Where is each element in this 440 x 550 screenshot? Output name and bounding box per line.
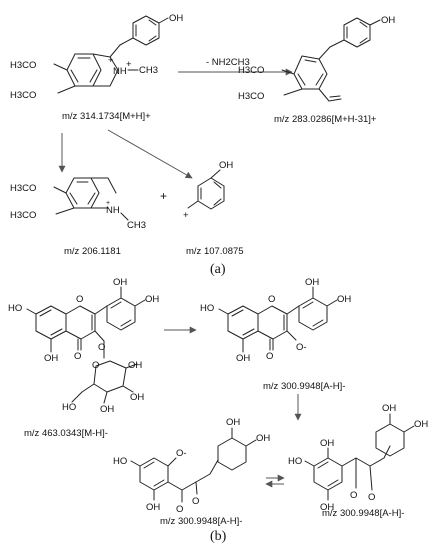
product-mz-label: m/z 283.0286[M+H-31]+ [274, 114, 377, 125]
aglycone-atom-label: OH [236, 353, 250, 364]
product-molecule-a: OH H3CO H3CO m/z 283.0286[M+H-31]+ [238, 15, 395, 125]
aglycone-atom-label: O [268, 294, 275, 305]
parent-aromatic-ring [66, 53, 102, 87]
open-chain-2-atom-label: OH [320, 438, 334, 449]
aglycone-mz-label: m/z 300.9948[A-H]- [263, 381, 345, 392]
svg-text:+: + [126, 59, 132, 70]
open-chain-2-atom-label: OH [414, 419, 428, 430]
fragment-2-molecule: OH + m/z 107.0875 [183, 160, 244, 257]
open-chain-1-atom-label: O [176, 504, 183, 515]
open-chain-1-atom-label: HO [113, 456, 127, 467]
open-chain-1-atom-label: OH [226, 417, 240, 428]
arrow-to-fragment-2 [107, 129, 193, 179]
reaction-loss-label: - NH2CH3 [206, 57, 250, 68]
glycoside-atom-label: HO [62, 402, 76, 413]
fragment-1-h3co-label-2: H3CO [10, 210, 36, 221]
glycoside-atom-label: O [92, 360, 99, 371]
aglycone-molecule: HO OH OH O OH O O- m/z 300.9948[A-H]- [200, 277, 351, 392]
fragment-1-h3co-label-1: H3CO [10, 183, 36, 194]
fragment-1-molecule: H3CO H3CO NH + CH3 m/z 206.1181 [10, 177, 146, 257]
parent-molecule-a: OH + NH + CH3 H3CO H3CO m/z 314.1734[M+H… [10, 13, 183, 122]
glycoside-atom-label: OH [145, 294, 159, 305]
aglycone-atom-label: HO [200, 303, 214, 314]
glycoside-atom-label: OH [44, 353, 58, 364]
product-h3co-label-1: H3CO [238, 65, 264, 76]
open-chain-1-atom-label: O- [176, 448, 187, 459]
open-chain-2-atom-label: OH [320, 502, 334, 513]
glycoside-atom-label: O [74, 351, 81, 362]
fragment-1-nh-label: NH [106, 205, 120, 216]
equilibrium-arrows [265, 474, 285, 488]
glycoside-atom-label: OH [130, 392, 144, 403]
glycoside-atom-label: HO [8, 303, 22, 314]
open-chain-2-atom-label: O [350, 490, 357, 501]
open-chain-1-atom-label: O [192, 496, 199, 507]
open-chain-2-mz-label: m/z 300.9948[A-H]- [322, 508, 404, 519]
parent-h3co-label-2: H3CO [10, 90, 36, 101]
glycoside-atom-label: O [76, 294, 83, 305]
part-b-caption: (b) [210, 529, 227, 544]
aglycone-atom-label: OH [337, 294, 351, 305]
glycoside-atom-label: OH [100, 404, 114, 415]
parent-h3co-label-1: H3CO [10, 60, 36, 71]
open-chain-2-atom-label: O [368, 492, 375, 503]
aglycone-atom-label: O- [296, 342, 307, 353]
product-phenol-ring [343, 17, 371, 48]
open-chain-molecule-1: OH OH HO O- OO OH m/z 300.9948[A-H]- [113, 417, 270, 527]
fragment-1-mz-label: m/z 206.1181 [64, 246, 121, 257]
open-chain-1-atom-label: OH [146, 502, 160, 513]
part-a-caption: (a) [210, 262, 226, 277]
aglycone-atom-label: O [266, 351, 273, 362]
parent-mz-label: m/z 314.1734[M+H]+ [62, 111, 151, 122]
parent-oh-label: OH [169, 13, 183, 24]
open-chain-2-atom-label: HO [288, 456, 302, 467]
parent-charge-label: + [108, 55, 114, 66]
aglycone-atom-label: OH [305, 277, 319, 288]
fragment-1-ch3-label: CH3 [127, 220, 146, 231]
product-oh-label: OH [381, 15, 395, 26]
open-chain-1-mz-label: m/z 300.9948[A-H]- [160, 516, 242, 527]
glycoside-mz-label: m/z 463.0343[M-H]- [24, 428, 108, 439]
fragment-2-oh-label: OH [219, 160, 233, 171]
fragment-2-mz-label: m/z 107.0875 [186, 246, 244, 257]
glycoside-atom-label: OH [128, 360, 142, 371]
svg-text:+: + [106, 200, 110, 207]
product-h3co-label-2: H3CO [238, 91, 264, 102]
glycoside-atom-label: O [98, 342, 105, 353]
open-chain-1-atom-label: OH [256, 433, 270, 444]
fragment-plus-sign: + [160, 189, 167, 203]
parent-nh-label: NH [113, 66, 127, 77]
parent-phenol-ring [132, 15, 160, 46]
fragment-2-charge-label: + [183, 210, 189, 221]
open-chain-2-atom-label: OH [382, 403, 396, 414]
parent-ch3-label: CH3 [139, 65, 158, 76]
glycoside-atom-label: OH [113, 277, 127, 288]
fragment-2-ring [197, 177, 225, 210]
